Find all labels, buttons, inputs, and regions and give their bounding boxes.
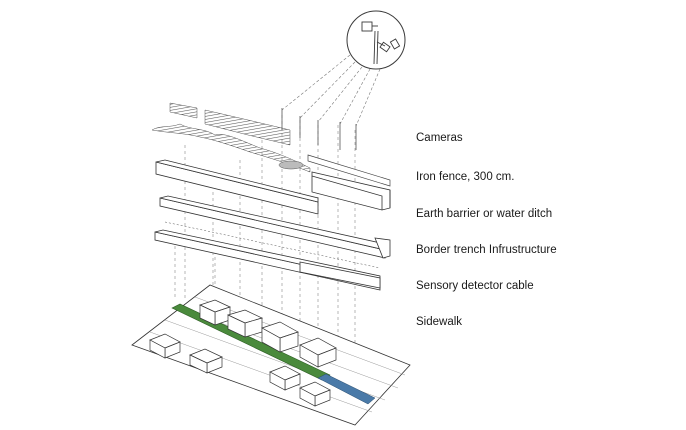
label-sensory-cable: Sensory detector cable [416,280,534,292]
buildings [149,299,337,407]
label-earth-barrier: Earth barrier or water ditch [416,208,553,220]
label-iron-fence: Iron fence, 300 cm. [416,171,515,183]
cable-outline [164,221,381,269]
camera-detail-circle [346,10,406,70]
camera-detail [281,10,406,150]
road-strip [317,373,376,405]
camera-icon [361,21,401,65]
earth-barrier-layer [155,159,391,215]
border-trench-layer [159,195,391,259]
camera-posts [281,108,357,150]
label-cameras: Cameras [416,132,463,144]
label-sidewalk: Sidewalk [416,316,463,328]
sidewalk-layer [131,284,411,426]
iron-fence-layer [151,102,391,187]
label-border-trench: Border trench Infrustructure [416,244,557,256]
detector-cable-layer [154,229,381,291]
